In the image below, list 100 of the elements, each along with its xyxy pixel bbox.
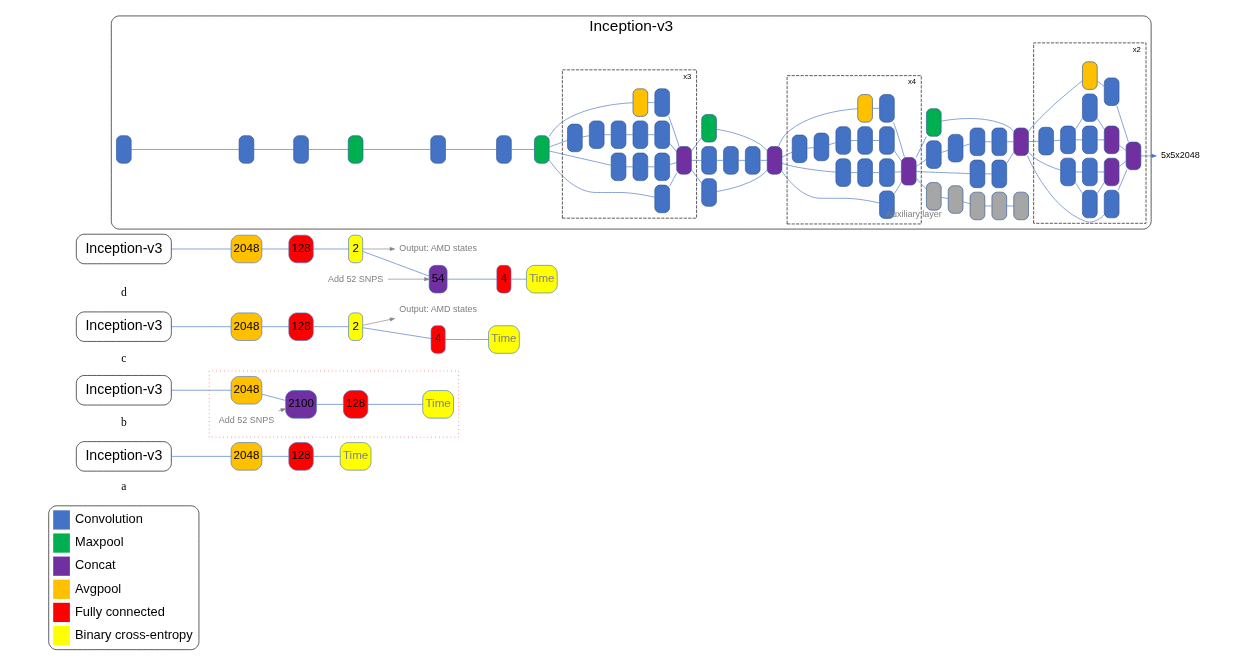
node-box: [991, 191, 1007, 221]
node-box: 2: [348, 234, 363, 264]
node-box: [610, 152, 627, 181]
connector: [171, 326, 232, 327]
connector: [806, 147, 815, 149]
node-box: [654, 88, 670, 117]
node-box: [991, 159, 1007, 188]
node-box: [766, 146, 783, 175]
legend-label: Fully connected: [75, 603, 165, 619]
connector: [1028, 151, 1061, 171]
node-box: [1082, 61, 1098, 90]
node-box: [1103, 125, 1120, 154]
connector: [362, 327, 432, 339]
node-box: [723, 146, 739, 175]
node-box: [701, 146, 717, 175]
arrow: [362, 247, 395, 251]
node-box: [496, 135, 512, 164]
node-box: [813, 132, 830, 162]
node-box: 54: [428, 265, 448, 294]
node-box: 2048: [230, 234, 263, 264]
node-box: [1125, 141, 1142, 170]
connector: [316, 404, 344, 405]
node-box: [701, 114, 717, 143]
label: a: [121, 480, 127, 493]
arrow: [362, 317, 395, 326]
node-box: [632, 120, 649, 149]
node-box: [879, 126, 895, 155]
node-box: [1103, 157, 1120, 187]
connector: [549, 140, 568, 148]
connector: [716, 169, 768, 192]
node-box: [654, 152, 670, 181]
connector: [940, 118, 1014, 132]
connector: [984, 205, 993, 207]
label: d: [120, 286, 127, 299]
node-box: [654, 184, 670, 214]
node-box: [347, 135, 364, 164]
connector: [1097, 182, 1105, 194]
connector: [1117, 169, 1128, 191]
connector: [1097, 139, 1105, 141]
legend-label: Binary cross-entropy: [75, 626, 193, 642]
node-box: [1103, 189, 1120, 219]
connector: [1097, 80, 1105, 87]
node-box: 2: [348, 312, 363, 341]
connector: [308, 149, 349, 150]
connector: [984, 141, 993, 143]
node-box: 4: [496, 265, 512, 294]
node-box: [116, 135, 132, 164]
connector: [171, 248, 232, 250]
connector: [962, 143, 971, 147]
node-text: Output: AMD states: [399, 303, 477, 314]
connector: [647, 102, 655, 103]
connector: [1075, 139, 1083, 141]
node-box: 128: [288, 442, 314, 471]
connector: [312, 326, 349, 327]
node-box: [567, 123, 583, 153]
node-text: Add 52 SNPS: [327, 273, 384, 284]
connector: [647, 134, 655, 136]
connector: [1097, 118, 1105, 130]
connector: [669, 162, 677, 165]
node-box: [926, 140, 942, 169]
node-text: Add 52 SNPS: [218, 414, 275, 425]
connector: [362, 149, 431, 150]
connector: [916, 171, 971, 174]
connector: [915, 178, 927, 190]
connector: [1075, 117, 1083, 130]
node-box: [791, 134, 808, 163]
connector: [647, 166, 655, 168]
label: b: [120, 416, 127, 429]
connector: [1006, 205, 1014, 207]
node-box: 2048: [230, 376, 263, 405]
node-box: [1038, 127, 1054, 156]
node-box: [969, 127, 986, 156]
legend-label: Concat: [75, 557, 116, 573]
connector: [915, 136, 927, 158]
cluster: [208, 370, 459, 438]
connector: [362, 251, 430, 277]
connector: [604, 134, 612, 136]
connector: [915, 159, 927, 167]
connector: [1116, 105, 1129, 143]
connector: [446, 278, 498, 280]
node-box: [654, 120, 670, 149]
node-box: [969, 191, 986, 221]
node-box: [430, 135, 446, 164]
connector: [1118, 161, 1127, 167]
connector: [1027, 155, 1105, 223]
node-box: [1082, 93, 1098, 122]
connector: [668, 116, 680, 147]
legend-label: Avgpool: [75, 580, 122, 596]
node-box: [610, 120, 627, 149]
connector: [171, 456, 232, 457]
node-box: [857, 158, 873, 187]
node-box: Time: [488, 325, 520, 354]
arrow: [1140, 154, 1157, 158]
node-box: 128: [343, 390, 369, 419]
connector: [850, 140, 858, 141]
node-box: [1082, 157, 1098, 187]
node-box: [835, 158, 851, 187]
node-box: [534, 135, 550, 164]
node-box: [879, 94, 895, 123]
connector: [548, 102, 634, 137]
